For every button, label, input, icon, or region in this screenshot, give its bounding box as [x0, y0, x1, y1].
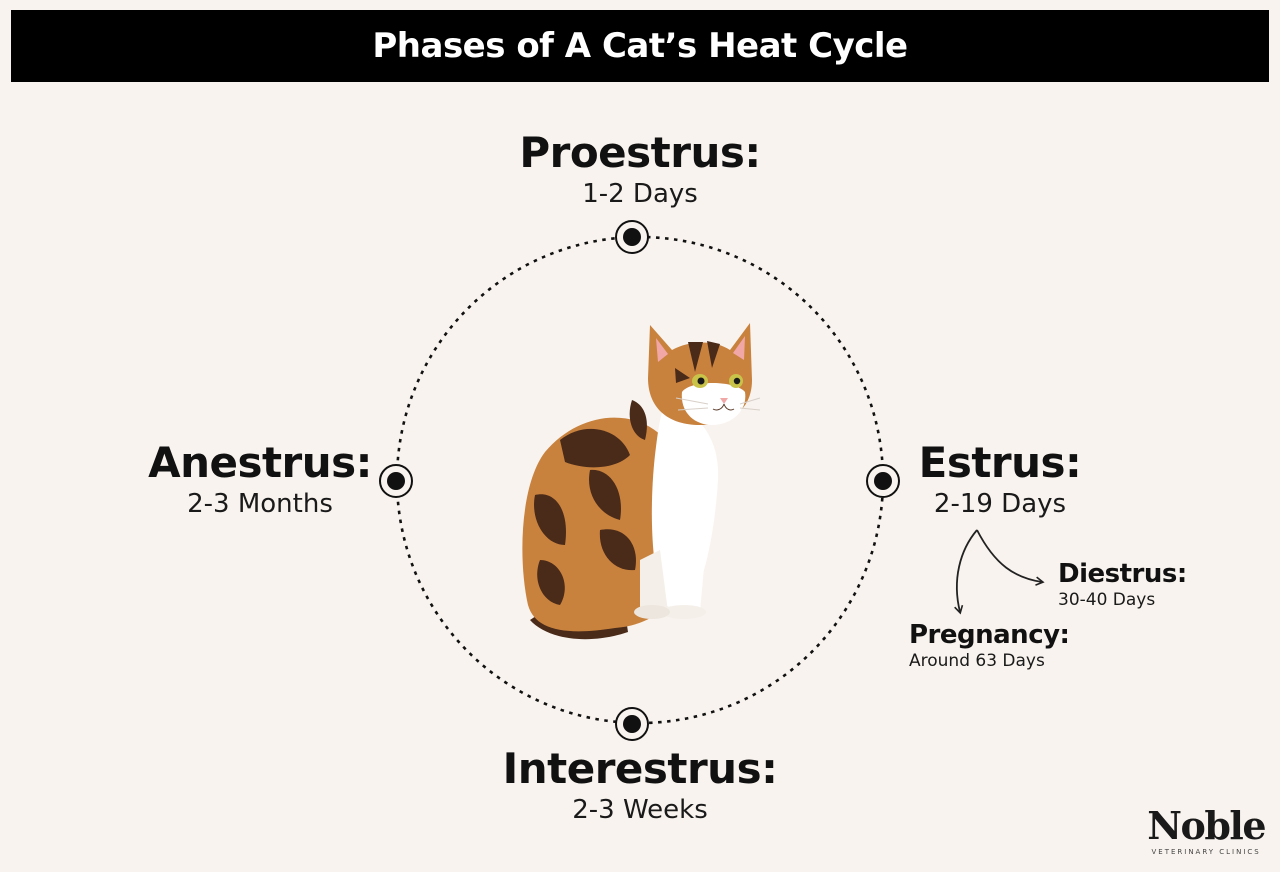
phase-name: Estrus: — [918, 438, 1082, 487]
phase-duration: Around 63 Days — [909, 650, 1045, 671]
phase-estrus: Estrus: 2-19 Days — [890, 438, 1110, 520]
node-interestrus — [615, 707, 649, 741]
phase-duration: 2-3 Months — [187, 489, 333, 520]
title-bar: Phases of A Cat’s Heat Cycle — [11, 10, 1269, 82]
arrow-to-diestrus — [976, 529, 1045, 586]
phase-proestrus: Proestrus: 1-2 Days — [490, 128, 790, 210]
phase-duration: 2-3 Weeks — [572, 795, 708, 826]
node-anestrus — [379, 464, 413, 498]
phase-diestrus: Diestrus: 30-40 Days — [1058, 560, 1238, 609]
phase-interestrus: Interestrus: 2-3 Weeks — [470, 744, 810, 826]
arrow-to-pregnancy — [954, 529, 978, 615]
cat-illustration — [522, 323, 761, 640]
logo-tagline: VETERINARY CLINICS — [1151, 848, 1261, 856]
brand-logo: Noble VETERINARY CLINICS — [1147, 803, 1266, 857]
node-proestrus — [615, 220, 649, 254]
page-title: Phases of A Cat’s Heat Cycle — [372, 26, 908, 66]
phase-name: Interestrus: — [502, 744, 778, 793]
phase-duration: 30-40 Days — [1058, 589, 1156, 610]
phase-name: Pregnancy: — [909, 620, 1070, 650]
phase-name: Diestrus: — [1058, 559, 1187, 589]
phase-duration: 1-2 Days — [582, 179, 698, 210]
logo-name: Noble — [1147, 803, 1266, 848]
phase-duration: 2-19 Days — [933, 489, 1067, 520]
phase-pregnancy: Pregnancy: Around 63 Days — [909, 621, 1129, 670]
phase-name: Anestrus: — [148, 438, 372, 487]
phase-anestrus: Anestrus: 2-3 Months — [140, 438, 380, 520]
node-estrus — [866, 464, 900, 498]
phase-name: Proestrus: — [519, 128, 761, 177]
